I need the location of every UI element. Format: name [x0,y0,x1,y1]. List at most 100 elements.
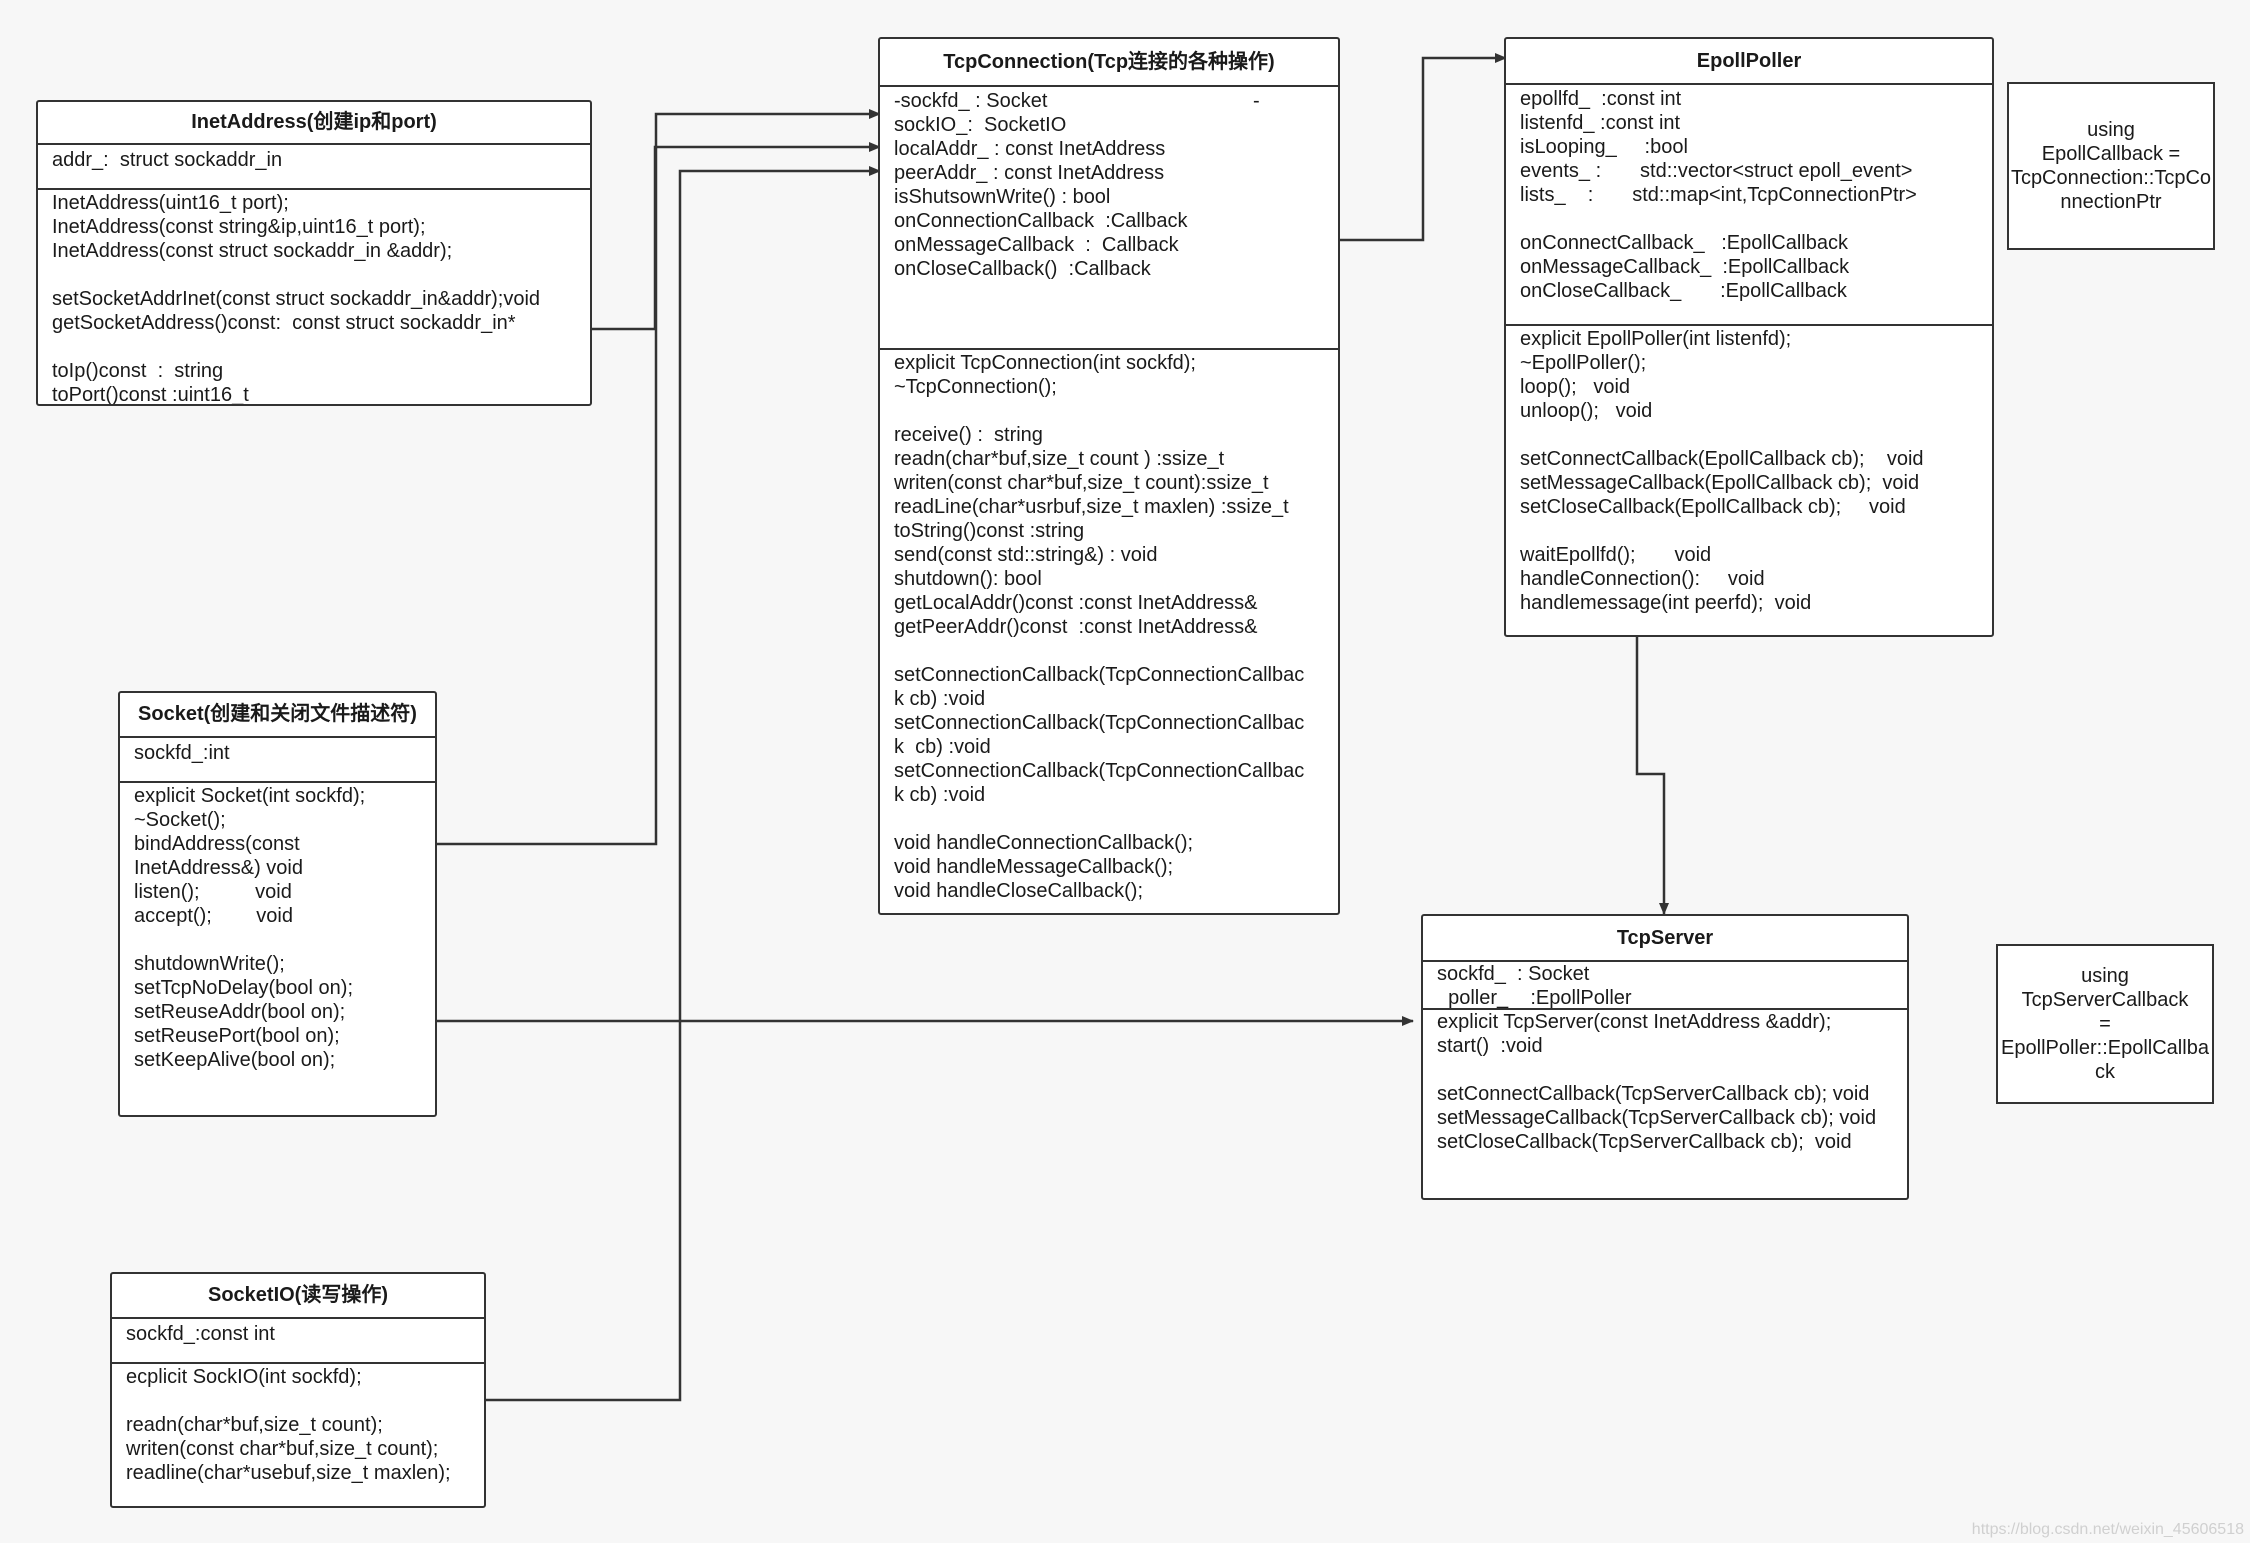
method-line [894,807,1324,831]
method-line: setConnectionCallback(TcpConnectionCallb… [894,712,1305,734]
method-line: handleConnection(): void [1520,568,1765,590]
attribute-line: onCloseCallback_ :EpollCallback [1520,280,1847,302]
epoll-callback-note-text: using EpollCallback = TcpConnection::Tcp… [2010,119,2212,213]
inetaddress-class: InetAddress(创建ip和port) addr_: struct soc… [36,100,592,406]
method-line: writen(const char*buf,size_t count); [126,1438,439,1460]
method-line: k cb) :void [894,736,991,758]
attribute-line: listenfd_ :const int [1520,112,1681,134]
method-line: void handleMessageCallback(); [894,856,1174,878]
method-line: setReusePort(bool on); [134,1025,340,1047]
method-line: bindAddress(const [134,833,300,855]
method-line: explicit EpollPoller(int listenfd); [1520,328,1792,350]
method-line: void handleConnectionCallback(); [894,832,1194,854]
method-line: InetAddress&) void [134,857,303,879]
attribute-line: isLooping_ :bool [1520,136,1688,158]
method-line [126,1389,470,1413]
method-line: getPeerAddr()const :const InetAddress& [894,616,1258,638]
method-line [52,263,576,287]
method-line: waitEpollfd(); void [1520,544,1712,566]
tcpserver-methods: explicit TcpServer(const InetAddress &ad… [1423,1010,1907,1154]
method-line: setCloseCallback(TcpServerCallback cb); … [1437,1131,1852,1153]
method-line [1437,1058,1893,1082]
method-line: toIp()const : string [52,360,224,382]
epollpoller-to-tcpserver-connector [1635,635,1669,915]
socketio-methods: ecplicit SockIO(int sockfd); readn(char*… [112,1364,484,1485]
socketio-title: SocketIO(读写操作) [112,1274,484,1319]
method-line: setConnectionCallback(TcpConnectionCallb… [894,664,1305,686]
method-line: toString()const :string [894,520,1085,542]
attribute-line: poller_ :EpollPoller [1437,987,1632,1009]
attribute-line: sockfd_:const int [126,1323,275,1345]
method-line: ~EpollPoller(); [1520,352,1647,374]
attribute-line: sockIO_: SocketIO [894,114,1067,136]
method-line: toPort()const :uint16_t [52,384,249,406]
method-line: receive() : string [894,424,1043,446]
method-line: explicit TcpServer(const InetAddress &ad… [1437,1011,1832,1033]
socketio-to-tcpconnection-connector [485,166,881,1402]
method-line [134,928,421,952]
method-line: setReuseAddr(bool on); [134,1001,346,1023]
attribute-line: addr_: struct sockaddr_in [52,149,283,171]
attribute-line: onMessageCallback_ :EpollCallback [1520,256,1850,278]
method-line: readn(char*buf,size_t count); [126,1414,383,1436]
attribute-line: onConnectCallback_ :EpollCallback [1520,232,1848,254]
tcpserver-callback-note-text: using TcpServerCallback = EpollPoller::E… [2001,965,2209,1083]
method-line: setKeepAlive(bool on); [134,1049,336,1071]
method-line: explicit TcpConnection(int sockfd); [894,352,1196,374]
attribute-line: lists_ : std::map<int,TcpConnectionPtr> [1520,184,1917,206]
method-line: InetAddress(const string&ip,uint16_t por… [52,216,426,238]
method-line [1520,423,1978,447]
attribute-line: sockfd_ : Socket [1437,963,1590,985]
method-line: handlemessage(int peerfd); void [1520,592,1812,614]
method-line: setCloseCallback(EpollCallback cb); void [1520,496,1906,518]
attribute-line: isShutsownWrite() : bool [894,186,1111,208]
method-line: setSocketAddrInet(const struct sockaddr_… [52,288,541,310]
epollpoller-title: EpollPoller [1506,39,1992,85]
method-line [1520,519,1978,543]
method-line: setMessageCallback(EpollCallback cb); vo… [1520,472,1920,494]
attribute-line: onConnectionCallback :Callback [894,210,1188,232]
tcpconnection-methods: explicit TcpConnection(int sockfd); ~Tcp… [880,350,1338,903]
attribute-line: localAddr_ : const InetAddress [894,138,1166,160]
inetaddress-to-tcpconnection-connector [590,142,881,331]
socket-to-tcpconnection-connector [433,109,881,846]
method-line: readn(char*buf,size_t count ) :ssize_t [894,448,1225,470]
epollpoller-attributes: epollfd_ :const int listenfd_ :const int… [1506,85,1992,326]
attribute-line [1520,207,1978,231]
watermark: https://blog.csdn.net/weixin_45606518 [1971,1521,2244,1538]
epollpoller-class: EpollPoller epollfd_ :const int listenfd… [1504,37,1994,637]
method-line: start() :void [1437,1035,1543,1057]
attribute-line: peerAddr_ : const InetAddress [894,162,1165,184]
method-line: setMessageCallback(TcpServerCallback cb)… [1437,1107,1877,1129]
inetaddress-methods: InetAddress(uint16_t port); InetAddress(… [38,190,590,406]
method-line: shutdownWrite(); [134,953,285,975]
method-line: ~Socket(); [134,809,226,831]
attribute-line: events_ : std::vector<struct epoll_event… [1520,160,1913,182]
method-line: k cb) :void [894,688,986,710]
tcpconnection-class: TcpConnection(Tcp连接的各种操作) -sockfd_ : Soc… [878,37,1340,915]
inetaddress-attributes: addr_: struct sockaddr_in [38,145,590,190]
method-line: readLine(char*usrbuf,size_t maxlen) :ssi… [894,496,1289,518]
tcpserver-title: TcpServer [1423,916,1907,962]
method-line: k cb) :void [894,784,986,806]
method-line [894,399,1324,423]
tcpserver-callback-note: using TcpServerCallback = EpollPoller::E… [1996,944,2214,1104]
epollpoller-methods: explicit EpollPoller(int listenfd); ~Epo… [1506,326,1992,615]
attribute-line: sockfd_:int [134,742,230,764]
method-line: unloop(); void [1520,400,1653,422]
method-line: setConnectCallback(TcpServerCallback cb)… [1437,1083,1870,1105]
tcpconnection-title: TcpConnection(Tcp连接的各种操作) [880,39,1338,87]
method-line: loop(); void [1520,376,1631,398]
method-line: shutdown(): bool [894,568,1042,590]
socket-attributes: sockfd_:int [120,738,435,783]
method-line: getSocketAddress()const: const struct so… [52,312,516,334]
method-line: writen(const char*buf,size_t count):ssiz… [894,472,1269,494]
method-line: InetAddress(const struct sockaddr_in &ad… [52,240,453,262]
tcpserver-class: TcpServer sockfd_ : Socket poller_ :Epol… [1421,914,1909,1200]
method-line: void handleCloseCallback(); [894,880,1144,902]
epoll-callback-note: using EpollCallback = TcpConnection::Tcp… [2007,82,2215,250]
method-line: InetAddress(uint16_t port); [52,192,289,214]
socket-methods: explicit Socket(int sockfd); ~Socket(); … [120,783,435,1072]
tcpconnection-attributes: -sockfd_ : Socket - sockIO_: SocketIO lo… [880,87,1338,350]
